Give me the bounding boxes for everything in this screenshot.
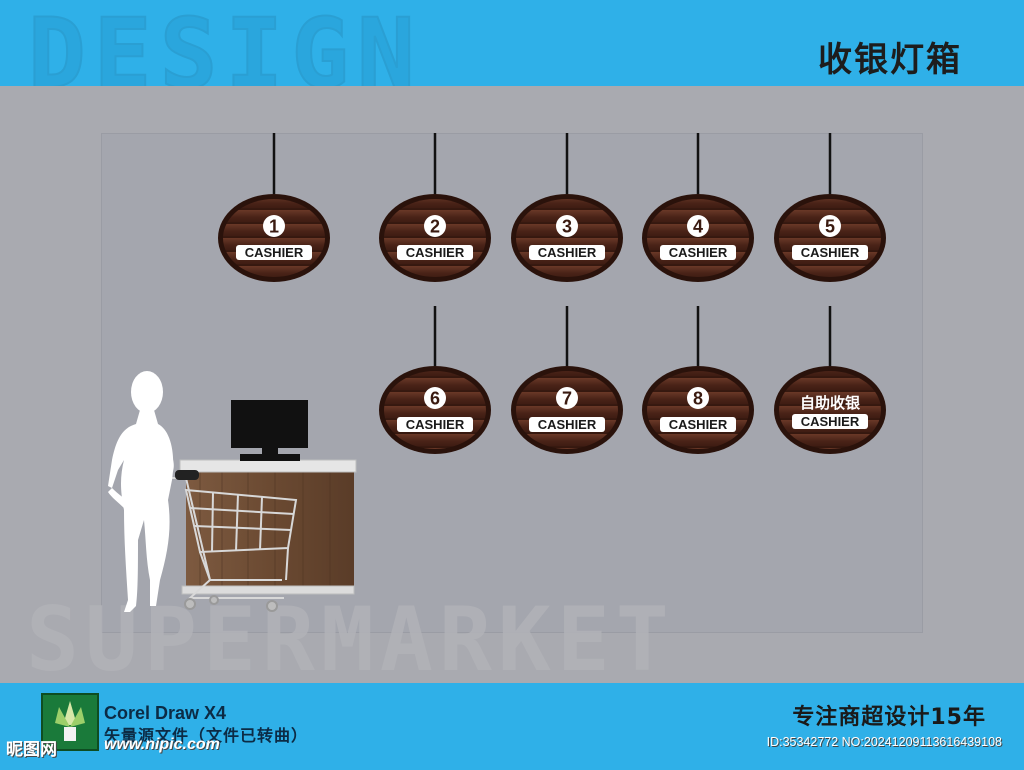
- shopping-cart: [170, 470, 298, 612]
- sign-number: 自助收银: [800, 394, 861, 412]
- sign-label: CASHIER: [538, 417, 597, 432]
- label-plate: [660, 417, 736, 432]
- top-banner: DESIGN: [0, 0, 1024, 86]
- sign-label: CASHIER: [245, 245, 304, 260]
- page-title: 收银灯箱: [818, 40, 962, 80]
- sign-face: [516, 371, 618, 449]
- coreldraw-logo-icon: [41, 693, 99, 751]
- design-watermark: DESIGN: [27, 0, 423, 86]
- cashier-sign-9: 自助收银 CASHIER: [774, 306, 886, 454]
- sign-label: CASHIER: [669, 417, 728, 432]
- sign-face: [384, 199, 486, 277]
- sign-face: [779, 371, 881, 449]
- sign-number: 4: [693, 217, 703, 237]
- label-plate: [792, 414, 868, 429]
- label-plate: [236, 245, 312, 260]
- number-badge: [687, 215, 709, 237]
- sign-number: 8: [693, 389, 703, 409]
- monitor: [231, 400, 308, 461]
- slogan: 专注商超设计15年: [792, 705, 986, 730]
- number-badge: [556, 215, 578, 237]
- number-badge: [263, 215, 285, 237]
- sign-label: CASHIER: [669, 245, 728, 260]
- woman-silhouette: [108, 371, 174, 612]
- software-note: 矢量源文件（文件已转曲）: [104, 726, 309, 745]
- label-plate: [529, 245, 605, 260]
- sign-number: 6: [430, 389, 440, 409]
- site-logo: 昵图网: [6, 740, 57, 760]
- label-plate: [529, 417, 605, 432]
- sign-label: CASHIER: [406, 245, 465, 260]
- supermarket-watermark: SUPERMARKET: [26, 588, 675, 691]
- sign-number: 7: [562, 389, 572, 409]
- sign-face: [647, 199, 749, 277]
- sign-face: [384, 371, 486, 449]
- image-id: ID:35342772 NO:20241209113616439108: [766, 735, 1002, 749]
- sign-label: CASHIER: [801, 414, 860, 429]
- number-badge: [687, 387, 709, 409]
- sign-number: 2: [430, 217, 440, 237]
- label-plate: [660, 245, 736, 260]
- number-badge: [556, 387, 578, 409]
- bottom-banner: [0, 683, 1024, 770]
- software-name: Corel Draw X4: [104, 703, 227, 723]
- sign-face: [223, 199, 325, 277]
- sign-number: 3: [562, 217, 572, 237]
- number-badge: [819, 215, 841, 237]
- site-url: www.nipic.com: [104, 736, 220, 753]
- sign-face: [779, 199, 881, 277]
- sign-label: CASHIER: [801, 245, 860, 260]
- number-badge: [424, 387, 446, 409]
- sign-label: CASHIER: [538, 245, 597, 260]
- sign-number: 5: [825, 217, 835, 237]
- label-plate: [397, 245, 473, 260]
- label-plate: [792, 245, 868, 260]
- label-plate: [397, 417, 473, 432]
- sign-label: CASHIER: [406, 417, 465, 432]
- sign-face: [516, 199, 618, 277]
- sign-number: 1: [269, 217, 279, 237]
- sign-face: [647, 371, 749, 449]
- number-badge: [424, 215, 446, 237]
